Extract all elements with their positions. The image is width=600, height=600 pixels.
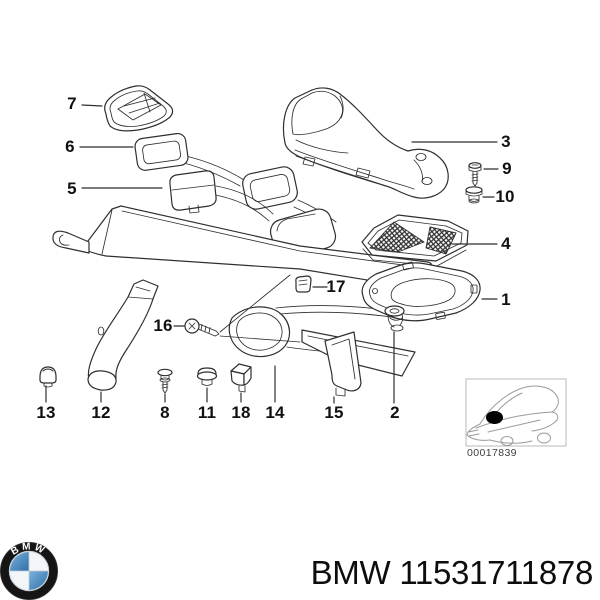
leader-lines (45, 104, 499, 404)
part-14-air-duct-shape (228, 305, 421, 359)
bmw-logo: BMW (0, 542, 58, 600)
part-number-text: 11531711878 (399, 554, 593, 591)
part-6-gasket-shape (134, 132, 337, 229)
location-marker-dot (486, 411, 503, 424)
part-16-screw-shape (184, 274, 301, 343)
brand-text: BMW (310, 554, 391, 591)
roundel-quadrant-tl (10, 552, 29, 571)
part-8-rivet-shape (157, 368, 173, 394)
part-9-screw-shape (468, 162, 482, 187)
part-2-plug-shape (384, 305, 405, 332)
thumbnail-code: 00017839 (467, 447, 517, 459)
part-15-cover-shape (301, 329, 416, 397)
vehicle-thumbnail (465, 378, 567, 447)
part-12-elbow-duct-shape (87, 279, 159, 391)
part-11-grommet-shape (196, 367, 218, 386)
part-10-grommet-shape (465, 186, 483, 204)
part-18-wedge-shape (230, 363, 252, 393)
part-4-filter-shape (361, 214, 469, 267)
roundel-quadrant-bl (10, 571, 29, 590)
roundel-letters: BMW (9, 542, 48, 558)
part-13-cap-shape (39, 366, 57, 388)
roundel-quadrant-br (29, 571, 48, 590)
upper-insulation-panel-shape (52, 205, 433, 290)
part-3-cover-shape (282, 87, 449, 199)
part-17-clip-shape (295, 275, 312, 293)
vehicle-sketch (466, 385, 559, 446)
part-7-vent-grille-shape (104, 85, 174, 132)
roundel-quadrant-tr (29, 552, 48, 571)
